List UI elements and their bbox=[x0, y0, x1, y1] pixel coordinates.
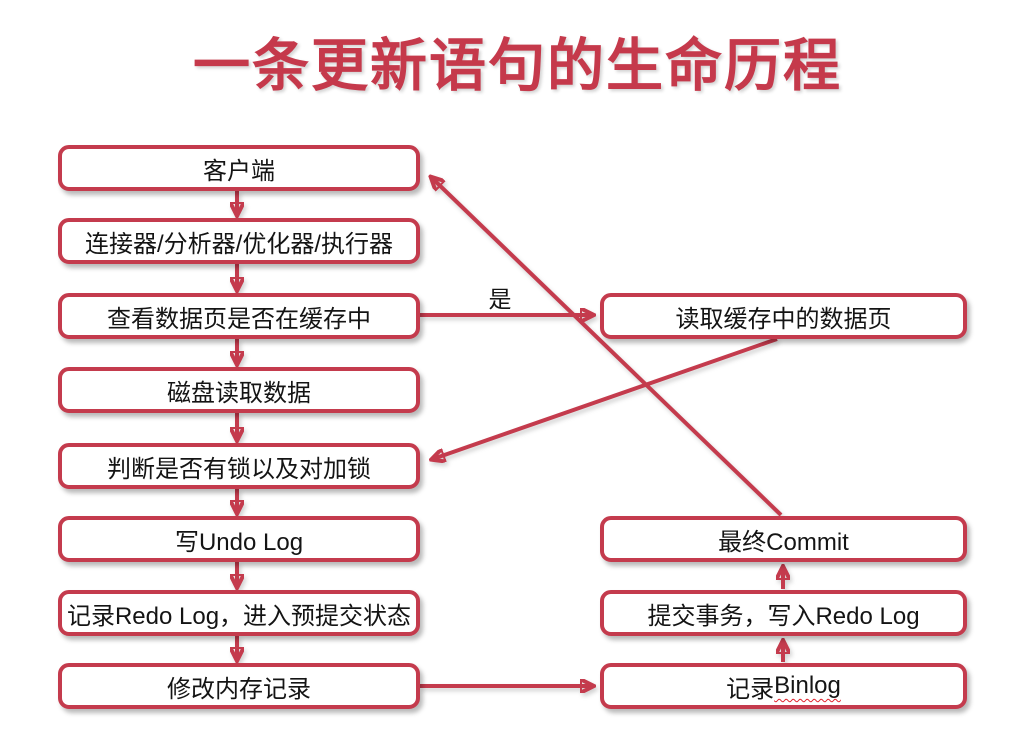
flow-node-lock-check: 判断是否有锁以及对加锁 bbox=[58, 443, 420, 489]
flow-node-connector-analyzer-optimizer-executor: 连接器/分析器/优化器/执行器 bbox=[58, 218, 420, 264]
flow-node-client: 客户端 bbox=[58, 145, 420, 191]
flow-node-check-page-in-cache: 查看数据页是否在缓存中 bbox=[58, 293, 420, 339]
node-label: 最终Commit bbox=[718, 528, 849, 556]
node-label: 写Undo Log bbox=[174, 528, 304, 556]
node-label: 判断是否有锁以及对加锁 bbox=[107, 455, 371, 483]
page-title: 一条更新语句的生命历程 bbox=[193, 34, 842, 98]
node-label: 读取缓存中的数据页 bbox=[675, 305, 892, 333]
node-label: 提交事务，写入Redo Log bbox=[647, 602, 920, 630]
node-label: 客户端 bbox=[203, 157, 275, 185]
arrow-read-cache-to-lock-check bbox=[433, 337, 778, 459]
flow-node-disk-read-data: 磁盘读取数据 bbox=[58, 367, 420, 413]
node-label: 连接器/分析器/优化器/执行器 bbox=[84, 230, 393, 258]
node-label: 记录Redo Log，进入预提交状态 bbox=[66, 602, 412, 630]
node-label: 修改内存记录 bbox=[167, 675, 311, 703]
arrow-final-commit-to-client bbox=[432, 178, 783, 517]
flow-node-modify-memory-record: 修改内存记录 bbox=[58, 663, 420, 709]
flow-node-record-redo-log-precommit: 记录Redo Log，进入预提交状态 bbox=[58, 590, 420, 636]
node-label: 磁盘读取数据 bbox=[167, 379, 311, 407]
node-label: 查看数据页是否在缓存中 bbox=[107, 305, 371, 333]
edge-label-yes: 是 bbox=[488, 286, 512, 312]
flow-node-final-commit: 最终Commit bbox=[600, 516, 967, 562]
node-label-misspelled-word: Binlog bbox=[774, 672, 841, 699]
flow-node-read-cached-page: 读取缓存中的数据页 bbox=[600, 293, 967, 339]
flow-node-commit-transaction-write-redo-log: 提交事务，写入Redo Log bbox=[600, 590, 967, 636]
node-label-prefix: 记录 bbox=[726, 675, 775, 703]
flow-node-write-undo-log: 写Undo Log bbox=[58, 516, 420, 562]
